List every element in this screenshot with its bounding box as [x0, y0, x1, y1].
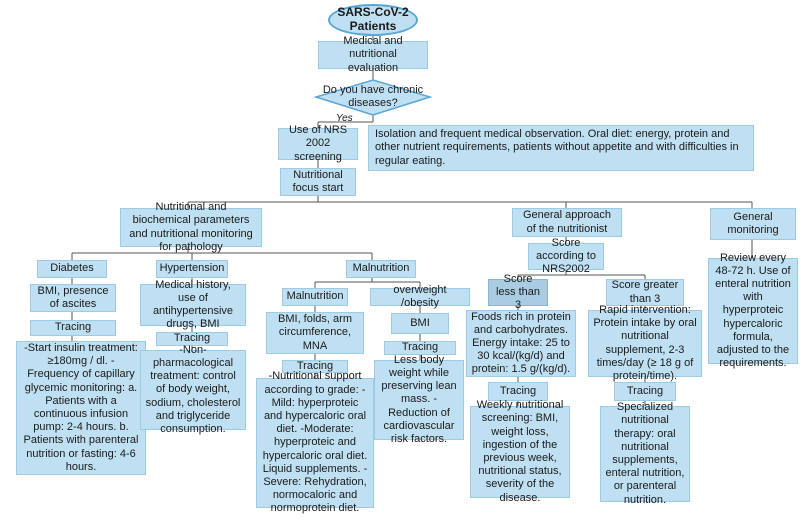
- obesity-tracing: Tracing: [384, 341, 456, 355]
- diabetes-params: BMI, presence of ascites: [30, 284, 116, 312]
- hypertension-tracing: Tracing: [156, 332, 228, 346]
- review-box: Review every 48-72 h. Use of enteral nut…: [708, 252, 798, 369]
- score-less-detail: Foods rich in protein and carbohydrates.…: [466, 310, 576, 377]
- score-less-tracing: Tracing: [488, 382, 548, 401]
- monitoring-branch: General monitoring: [710, 208, 796, 240]
- approach-branch: General approach of the nutritionist: [512, 208, 622, 237]
- start-oval: SARS-CoV-2 Patients: [328, 4, 418, 36]
- obesity-detail: Less body weight while preserving lean m…: [374, 354, 464, 445]
- malnutrition-detail: -Nutritional support according to grade:…: [256, 370, 374, 514]
- hypertension-detail: -Non-pharmacological treatment: control …: [140, 344, 246, 435]
- diabetes-tracing: Tracing: [30, 320, 116, 336]
- decision-diamond: [313, 79, 433, 116]
- score-less-followup: Weekly nutritional screening: BMI, weigh…: [470, 399, 570, 504]
- isolation-box: Isolation and frequent medical observati…: [368, 125, 754, 171]
- score-greater-followup: Specialized nutritional therapy: oral nu…: [600, 401, 690, 506]
- evaluation-box: Medical and nutritional evaluation: [318, 35, 428, 74]
- score-greater-title: Score greater than 3: [606, 279, 684, 306]
- yes-label: Yes: [336, 113, 353, 124]
- score-greater-tracing: Tracing: [614, 382, 676, 401]
- nrs-screening-box: Use of NRS 2002 screening: [278, 124, 358, 163]
- focus-box: Nutritional focus start: [280, 168, 356, 196]
- obesity-params: BMI: [391, 313, 449, 334]
- nrs-score-box: Score according to NRS2002: [528, 237, 604, 275]
- biochem-branch: Nutritional and biochemical parameters a…: [120, 201, 262, 253]
- diabetes-title: Diabetes: [37, 260, 107, 278]
- obesity-title: overweight /obesity: [370, 284, 470, 309]
- malnutrition-params: BMI, folds, arm circumference, MNA: [266, 312, 364, 354]
- malnutrition-group-title: Malnutrition: [346, 260, 416, 278]
- hypertension-params: Medical history, use of antihypertensive…: [140, 279, 246, 330]
- malnutrition-title: Malnutrition: [282, 288, 348, 306]
- score-less-title: Score less than 3: [488, 273, 548, 311]
- malnutrition-tracing: Tracing: [282, 360, 348, 373]
- hypertension-title: Hypertension: [156, 260, 228, 278]
- chronic-question: Do you have chronic diseases?: [322, 83, 424, 109]
- diabetes-detail: -Start insulin treatment: ≥180mg / dl. -…: [16, 341, 146, 475]
- score-greater-detail: Rapid intervention: Protein intake by or…: [588, 304, 702, 382]
